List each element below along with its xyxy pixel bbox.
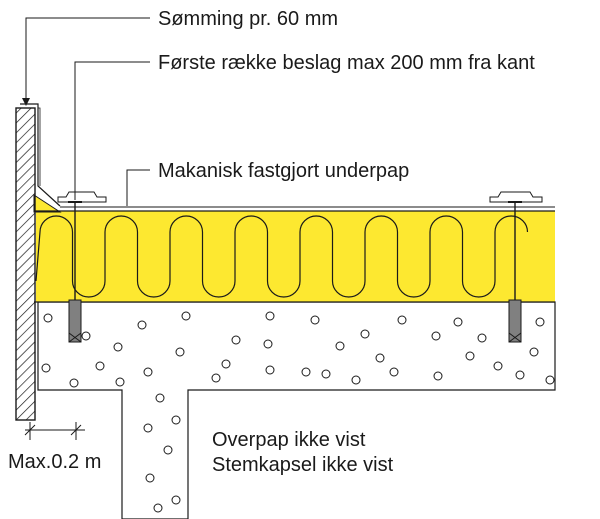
label-max-dim: Max.0.2 m <box>8 451 101 473</box>
aggregate-circle <box>301 367 311 377</box>
aggregate-circle <box>397 315 407 325</box>
aggregate-circle <box>143 367 153 377</box>
aggregate-circle <box>515 370 525 380</box>
leader-seam <box>25 17 150 104</box>
wave-path <box>35 215 529 298</box>
aggregate-circle <box>545 375 555 385</box>
leader-underlay <box>126 169 150 206</box>
label-seam: Sømming pr. 60 mm <box>158 8 338 30</box>
seam-right <box>489 191 543 203</box>
aggregate-circle <box>265 311 275 321</box>
aggregate-circle <box>115 377 125 387</box>
aggregate-circle <box>431 331 441 341</box>
aggregate-circle <box>529 347 539 357</box>
aggregate-circle <box>143 423 153 433</box>
aggregate-circle <box>145 473 155 483</box>
insulation-layer <box>36 211 555 302</box>
aggregate-circle <box>389 367 399 377</box>
insulation-wave-pattern <box>35 215 529 298</box>
fastener-left <box>68 201 82 343</box>
aggregate-circle <box>113 342 123 352</box>
aggregate-circle <box>69 378 79 388</box>
aggregate-circle <box>231 335 241 345</box>
aggregate-circle <box>171 495 181 505</box>
label-note-bottom: Stemkapsel ikke vist <box>212 454 394 476</box>
aggregate-circle <box>95 361 105 371</box>
aggregate-circle <box>171 415 181 425</box>
aggregate-circle <box>477 333 487 343</box>
label-note-top: Overpap ikke vist <box>212 429 366 451</box>
aggregate-circle <box>535 317 545 327</box>
aggregate-circle <box>375 353 385 363</box>
aggregate-circle <box>43 313 53 323</box>
aggregate-circle <box>321 369 331 379</box>
wall <box>15 107 36 421</box>
aggregate-circle <box>41 363 51 373</box>
aggregate-circle <box>137 320 147 330</box>
leader-first-row <box>74 61 150 200</box>
insulation-wedge <box>33 194 62 213</box>
aggregate-circle <box>360 329 370 339</box>
fastener-right <box>508 201 522 343</box>
aggregate-circle <box>465 351 475 361</box>
aggregate-circle <box>211 373 221 383</box>
aggregate-circle <box>310 315 320 325</box>
aggregate-circle <box>351 375 361 385</box>
aggregate-circle <box>175 347 185 357</box>
aggregate-circle <box>155 393 165 403</box>
label-first-row: Første række beslag max 200 mm fra kant <box>158 52 535 74</box>
leader-seam-arrow <box>22 98 30 106</box>
aggregate-circle <box>153 503 163 513</box>
aggregate-circle <box>265 365 275 375</box>
aggregate-circle <box>81 331 91 341</box>
aggregate-circle <box>163 445 173 455</box>
aggregate-circle <box>221 359 231 369</box>
seam-left <box>57 191 107 203</box>
concrete-slab <box>37 301 556 519</box>
label-underlay: Makanisk fastgjort underpap <box>158 160 409 182</box>
wall-flashing <box>20 103 61 207</box>
aggregate-circle <box>263 339 273 349</box>
aggregate-circle <box>493 361 503 371</box>
aggregate-circle <box>453 317 463 327</box>
dimension-line <box>24 422 85 440</box>
aggregate-circle <box>181 311 191 321</box>
aggregate-circle <box>433 371 443 381</box>
aggregate-circles <box>41 311 555 513</box>
aggregate-circle <box>335 341 345 351</box>
